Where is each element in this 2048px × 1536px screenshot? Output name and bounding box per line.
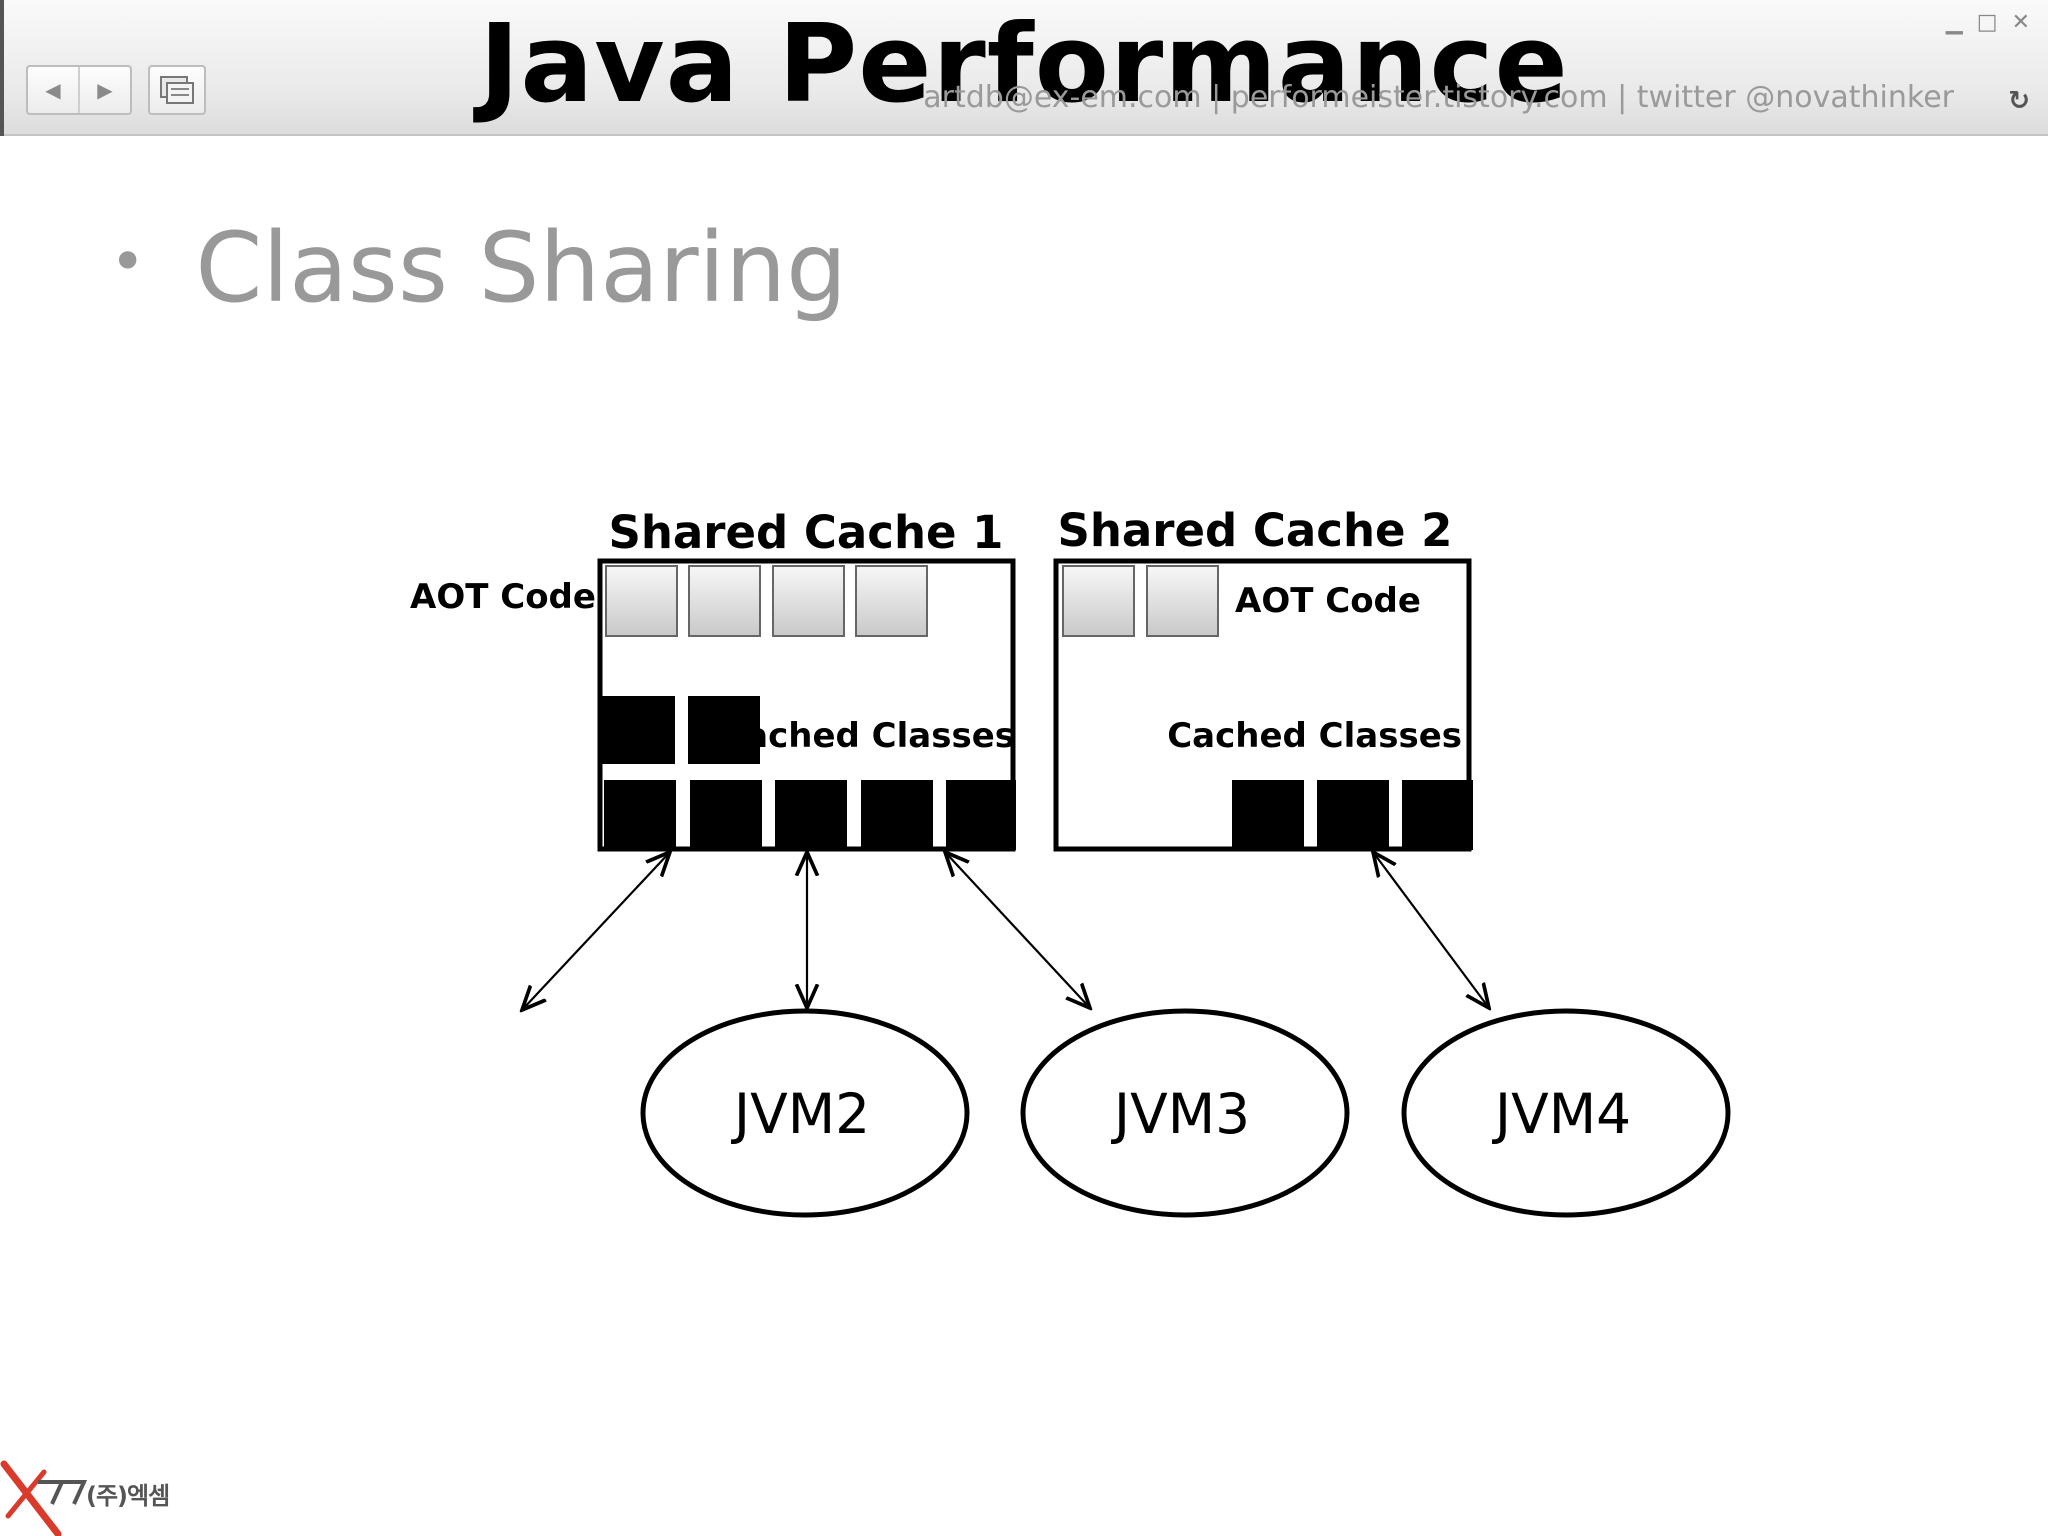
cached-class-block <box>1232 780 1304 850</box>
cached-class-block <box>775 780 847 850</box>
jvm4-label: JVM4 <box>1492 1082 1631 1146</box>
cache2-aot-label: AOT Code <box>1235 581 1421 621</box>
bullet-dot: • <box>110 227 146 297</box>
window-controls: ▁ □ ✕ <box>1946 10 2030 35</box>
cache1-classes-label: Cached Classes <box>720 716 1015 756</box>
cache1-aot-label: AOT Code <box>410 577 596 617</box>
window-titlebar: ◀ ▶ Java Performance artdb@ex-em.com | p… <box>0 0 2048 136</box>
jvm-nodes: JVM2 JVM3 JVM4 <box>640 1008 1731 1218</box>
cached-class-block <box>688 696 760 764</box>
jvm3-label: JVM3 <box>1111 1082 1250 1146</box>
forward-arrow-icon[interactable]: ▶ <box>78 67 130 113</box>
close-icon[interactable]: ✕ <box>2011 10 2030 35</box>
nav-button-group: ◀ ▶ <box>26 65 132 115</box>
jvm4-node <box>1401 1008 1731 1218</box>
window-title: Java Performance <box>479 2 1569 127</box>
refresh-icon[interactable]: ↻ <box>2008 86 2030 116</box>
jvm4-arrow <box>1373 852 1489 1008</box>
cache2-aot-blocks <box>1062 565 1219 637</box>
jvm3-node <box>1020 1008 1350 1218</box>
slides-view-icon <box>160 76 194 104</box>
cache2-class-blocks <box>1232 780 1473 850</box>
cached-class-block <box>946 780 1016 850</box>
bullet-text: Class Sharing <box>195 212 847 324</box>
cache1-aot-blocks <box>605 565 928 637</box>
jvm2-label: JVM2 <box>731 1082 870 1146</box>
access-arrows <box>522 852 1489 1010</box>
jvm3-arrow <box>945 852 1090 1008</box>
contact-info: artdb@ex-em.com | performeister.tistory.… <box>923 80 1954 115</box>
exem-logo <box>0 1460 88 1536</box>
minimize-icon[interactable]: ▁ <box>1945 10 1963 35</box>
jvm2-node <box>640 1008 970 1218</box>
cached-class-block <box>1317 780 1389 850</box>
cache1-title: Shared Cache 1 <box>608 506 1003 559</box>
cached-class-block <box>690 780 762 850</box>
slides-view-button[interactable] <box>148 65 206 115</box>
cached-class-block <box>601 696 675 764</box>
cache2-classes-label: Cached Classes <box>1167 716 1462 756</box>
aot-code-block <box>1146 565 1219 637</box>
aot-code-block <box>688 565 761 637</box>
aot-code-block <box>1062 565 1135 637</box>
cached-class-block <box>1402 780 1473 850</box>
cache2-title: Shared Cache 2 <box>1057 504 1452 557</box>
aot-code-block <box>772 565 845 637</box>
aot-code-block <box>855 565 928 637</box>
cache1-class-blocks <box>601 696 1016 850</box>
cached-class-block <box>861 780 933 850</box>
jvm1-arrow <box>522 852 670 1010</box>
aot-code-block <box>605 565 678 637</box>
slide-bullet: • Class Sharing <box>110 212 847 324</box>
logo-text: (주)엑셈 <box>86 1482 170 1510</box>
back-arrow-icon[interactable]: ◀ <box>45 78 61 102</box>
cached-class-block <box>604 780 676 850</box>
maximize-icon[interactable]: □ <box>1976 10 1998 35</box>
